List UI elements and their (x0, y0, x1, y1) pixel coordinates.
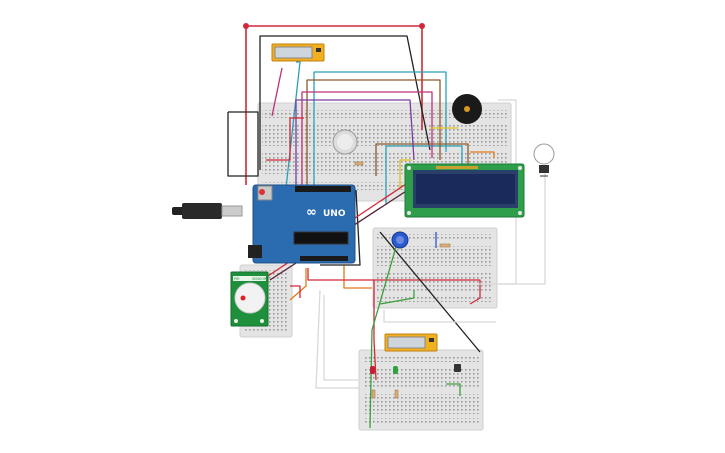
led-red[interactable] (370, 366, 375, 374)
wire-red-3[interactable] (307, 268, 481, 305)
wire-brown-1[interactable] (306, 79, 441, 190)
wire-red-2[interactable] (266, 117, 304, 161)
buzzer-icon[interactable] (452, 94, 482, 124)
wire-orange-3[interactable] (470, 151, 495, 158)
wire-black-2[interactable] (227, 111, 259, 177)
wire-white-4[interactable] (323, 295, 358, 381)
wire-red-4[interactable] (373, 280, 377, 381)
breadboard-bottom[interactable] (358, 349, 484, 431)
pir-sensor[interactable]: PIR SENSOR (230, 271, 269, 327)
wire-green-3[interactable] (446, 383, 461, 396)
wire-yellow-1[interactable] (399, 159, 412, 190)
wire-white-3[interactable] (315, 289, 360, 389)
wire-green-2[interactable] (379, 290, 415, 305)
relay-module-bottom[interactable] (384, 333, 438, 352)
usb-cable-icon[interactable] (172, 203, 243, 219)
wire-purple-1[interactable] (295, 99, 415, 190)
light-bulb-icon[interactable] (533, 143, 555, 177)
lcd-display[interactable] (404, 163, 525, 218)
resistor-main-1[interactable] (354, 161, 364, 166)
wire-brown-2[interactable] (375, 143, 469, 176)
pir-label-right: SENSOR (252, 277, 267, 281)
potentiometer-icon[interactable] (391, 231, 409, 249)
wire-orange-2[interactable] (343, 265, 372, 289)
junction-top-right[interactable] (419, 23, 425, 29)
wire-black-top[interactable] (259, 35, 431, 170)
relay-module-top[interactable] (271, 43, 325, 62)
resistor-middle[interactable] (439, 243, 451, 248)
junction-top-left[interactable] (243, 23, 249, 29)
resistor-bottom-2[interactable] (394, 389, 399, 399)
wire-magenta-1[interactable] (301, 91, 433, 190)
wire-white-2[interactable] (500, 172, 546, 285)
wire-magenta-2[interactable] (271, 67, 283, 117)
wire-green-1[interactable] (369, 239, 399, 429)
wire-teal-1[interactable] (313, 71, 447, 190)
wire-orange-1[interactable] (289, 268, 307, 301)
arduino-model-label: UNO (323, 209, 346, 219)
wire-black-4[interactable] (320, 189, 361, 266)
wires (227, 25, 546, 429)
potentiometer-knob-main[interactable] (332, 129, 358, 155)
transistor[interactable] (454, 364, 461, 372)
wire-red-5[interactable] (290, 285, 301, 298)
breadboard-middle[interactable] (372, 227, 498, 309)
arduino-uno-board[interactable]: ∞ UNO (248, 184, 356, 264)
wire-white-5[interactable] (383, 310, 496, 323)
arduino-brand-mark: ∞ (306, 205, 317, 220)
pir-label-left: PIR (234, 277, 240, 281)
led-green[interactable] (393, 366, 398, 374)
resistor-bottom-1[interactable] (371, 389, 376, 399)
wire-teal-3[interactable] (385, 145, 463, 205)
wire-black-3[interactable] (379, 231, 481, 353)
